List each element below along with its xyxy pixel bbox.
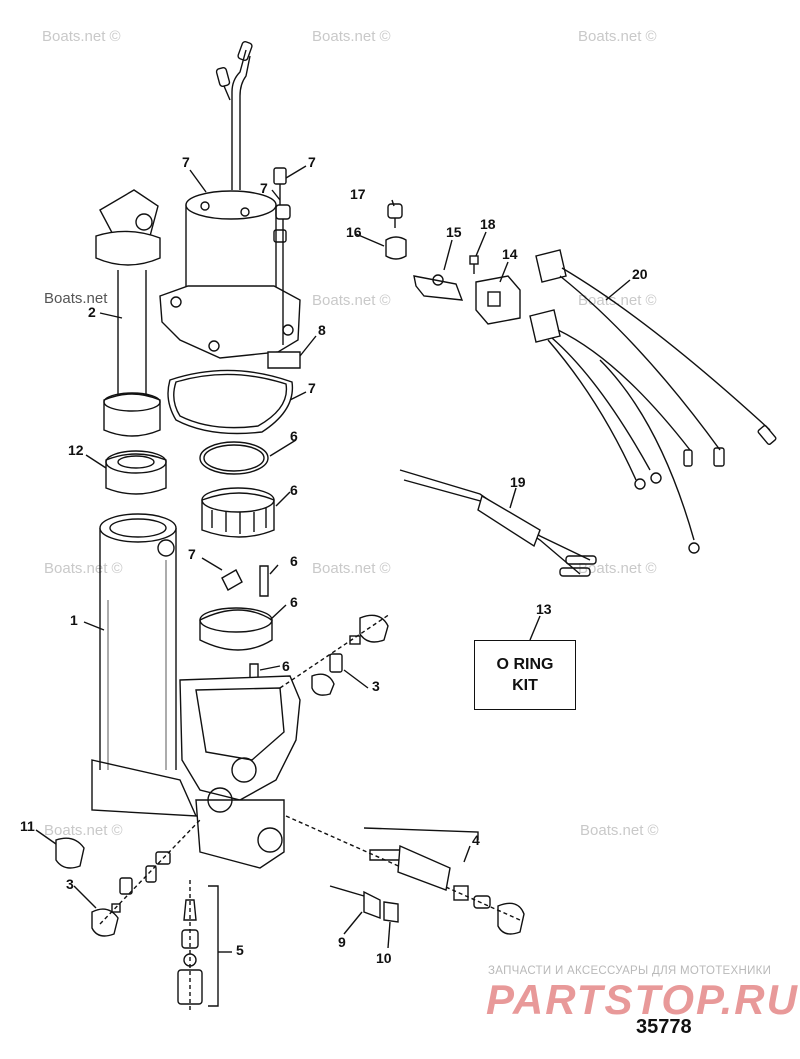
brand-tagline: ЗАПЧАСТИ И АКСЕССУАРЫ ДЛЯ МОТОТЕХНИКИ: [488, 965, 772, 977]
callout-13: 13: [536, 601, 552, 617]
manifold: [91, 675, 301, 869]
callout-9: 9: [338, 934, 346, 950]
o-ring-kit-box: O RING KIT: [474, 640, 576, 710]
callout-6: 6: [290, 553, 298, 569]
callout-1: 1: [70, 612, 78, 628]
callout-15: 15: [446, 224, 462, 240]
callout-6: 6: [290, 594, 298, 610]
callout-2: 2: [88, 304, 96, 320]
callout-3: 3: [372, 678, 380, 694]
kit-box-line2: KIT: [512, 677, 538, 694]
callout-7: 7: [182, 154, 190, 170]
callout-7: 7: [260, 180, 268, 196]
watermark: Boats.net ©: [580, 822, 659, 839]
callout-7: 7: [188, 546, 196, 562]
watermark: Boats.net ©: [44, 822, 123, 839]
watermark: Boats.net ©: [312, 560, 391, 577]
watermark: Boats.net ©: [578, 560, 657, 577]
trim-cylinder: [99, 513, 177, 770]
watermark: Boats.net ©: [312, 28, 391, 45]
callout-18: 18: [480, 216, 496, 232]
callout-10: 10: [376, 950, 392, 966]
callout-3: 3: [66, 876, 74, 892]
watermark: Boats.net: [44, 290, 108, 307]
wire-harness: [529, 249, 777, 554]
callout-19: 19: [510, 474, 526, 490]
pump-motor: [159, 190, 301, 359]
callout-12: 12: [68, 442, 84, 458]
watermark: Boats.net ©: [312, 292, 391, 309]
callout-4: 4: [472, 832, 480, 848]
callout-17: 17: [350, 186, 366, 202]
reservoir: [95, 189, 161, 437]
callout-6: 6: [290, 482, 298, 498]
callout-14: 14: [502, 246, 518, 262]
callout-6: 6: [282, 658, 290, 674]
kit-box-line1: O RING: [496, 656, 554, 673]
callout-20: 20: [632, 266, 648, 282]
watermark: Boats.net ©: [44, 560, 123, 577]
brand-logo: PARTSTOP.RU: [486, 976, 799, 1023]
motor-leads: [215, 40, 253, 190]
callout-6: 6: [290, 428, 298, 444]
callout-7: 7: [308, 154, 316, 170]
watermark: Boats.net ©: [578, 292, 657, 309]
watermark: Boats.net ©: [42, 28, 121, 45]
callout-11: 11: [20, 818, 35, 834]
callout-16: 16: [346, 224, 362, 240]
callout-7: 7: [308, 380, 316, 396]
diagram-number: 35778: [636, 1016, 692, 1038]
callout-5: 5: [236, 942, 244, 958]
watermark: Boats.net ©: [578, 28, 657, 45]
callout-8: 8: [318, 322, 326, 338]
